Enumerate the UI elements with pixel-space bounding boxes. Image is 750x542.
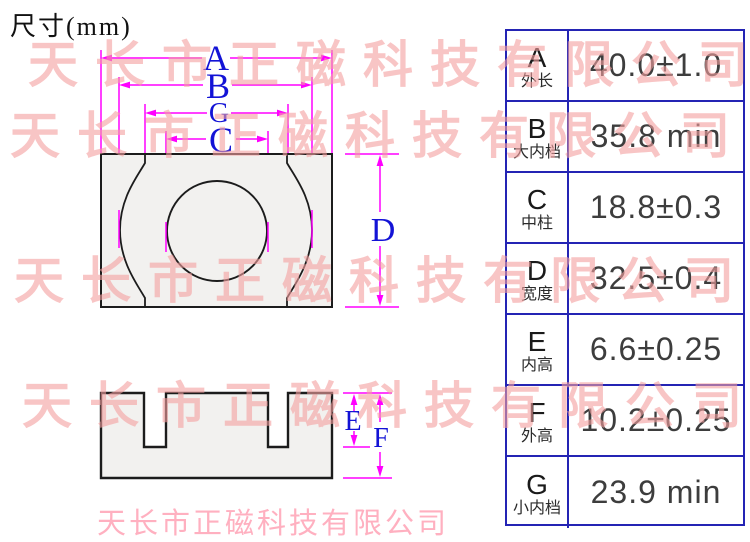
- table-key-cell: A 外长: [507, 31, 569, 100]
- top-view-drawing: [100, 153, 333, 308]
- dim-line-D: [345, 153, 399, 308]
- dim-line-C: [166, 135, 268, 143]
- dim-chinese-label: 内高: [520, 356, 553, 374]
- center-post-circle: [166, 180, 268, 282]
- dim-value: 6.6±0.25: [589, 331, 723, 367]
- dim-chinese-label: 大内档: [512, 143, 561, 161]
- extension-lines-top-view: [100, 50, 333, 252]
- dim-chinese-label: 外长: [520, 72, 553, 90]
- left-inner-arc: [119, 155, 146, 306]
- table-row: D 宽度 32.5±0.4: [507, 244, 743, 315]
- dim-chinese-label: 外高: [520, 427, 553, 445]
- dim-value: 23.9 min: [590, 474, 722, 510]
- dim-label-B: B: [206, 66, 230, 106]
- table-key-cell: E 内高: [507, 315, 569, 384]
- dim-line-F: [343, 394, 392, 479]
- dim-label-C: C: [209, 120, 233, 160]
- dim-letter: B: [527, 112, 547, 144]
- table-key-cell: D 宽度: [507, 244, 569, 313]
- dim-letter: A: [527, 41, 547, 73]
- dim-chinese-label: 小内档: [512, 499, 561, 517]
- dim-letter: E: [527, 325, 547, 357]
- table-row: E 内高 6.6±0.25: [507, 315, 743, 386]
- table-key-cell: B 大内档: [507, 102, 569, 171]
- dimension-table: A 外长 40.0±1.0 B 大内档 35.8 min C 中柱 18.8±0…: [505, 29, 745, 528]
- page-title: 尺寸(mm): [10, 12, 132, 41]
- section-view-drawing: [99, 391, 334, 480]
- core-section-outline: [99, 391, 334, 480]
- dim-letter: G: [526, 468, 548, 500]
- dim-line-G: [145, 109, 288, 117]
- table-row: G 小内档 23.9 min: [507, 457, 743, 528]
- dim-value: 35.8 min: [590, 118, 722, 154]
- table-key-cell: G 小内档: [507, 457, 569, 528]
- dim-letter: D: [526, 254, 548, 286]
- table-row: F 外高 10.2±0.25: [507, 386, 743, 457]
- dim-chinese-label: 中柱: [520, 214, 553, 232]
- dim-label-E: E: [344, 406, 361, 437]
- dim-label-F: F: [373, 423, 389, 454]
- dim-letter: C: [526, 183, 548, 215]
- dim-line-B: [119, 81, 312, 89]
- dim-line-A: [101, 54, 332, 62]
- table-row: C 中柱 18.8±0.3: [507, 173, 743, 244]
- dim-chinese-label: 宽度: [520, 285, 553, 303]
- table-row: B 大内档 35.8 min: [507, 102, 743, 173]
- table-key-cell: F 外高: [507, 386, 569, 455]
- dim-label-A: A: [203, 38, 229, 78]
- table-row: A 外长 40.0±1.0: [507, 31, 743, 102]
- dim-label-D: D: [371, 212, 396, 249]
- dim-value: 32.5±0.4: [589, 260, 723, 296]
- table-key-cell: C 中柱: [507, 173, 569, 242]
- dim-letter: F: [528, 396, 546, 428]
- dim-line-E: [343, 392, 392, 448]
- dim-label-G: G: [209, 98, 229, 129]
- company-name-footer: 天长市正磁科技有限公司: [97, 508, 450, 540]
- dim-value: 10.2±0.25: [580, 402, 732, 438]
- dim-value: 18.8±0.3: [589, 189, 723, 225]
- dim-value: 40.0±1.0: [589, 47, 723, 83]
